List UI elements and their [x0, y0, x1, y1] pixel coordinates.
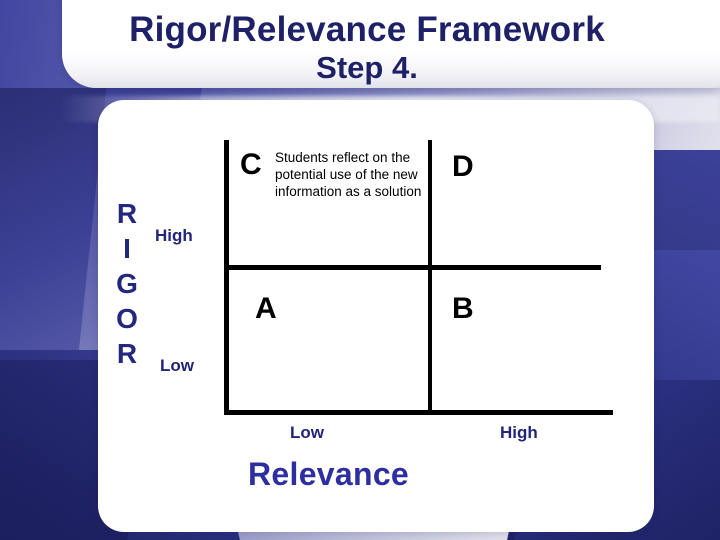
- rigor-letter-0: R: [116, 198, 138, 229]
- relevance-axis-title: Relevance: [248, 456, 410, 492]
- rigor-axis-title: R I G O R: [110, 196, 144, 371]
- quadrant-c-description: Students reflect on the potential use of…: [275, 150, 422, 199]
- quadrant-divider-horizontal: [224, 265, 601, 270]
- title-panel: [62, 0, 720, 88]
- title-line-1: Rigor/Relevance Framework: [129, 10, 605, 49]
- relevance-axis-line: [224, 410, 613, 415]
- title-line-2: Step 4.: [316, 50, 418, 85]
- quadrant-label-d: D: [452, 150, 474, 183]
- quadrant-label-c: C: [240, 148, 262, 181]
- rigor-letter-2: G: [116, 268, 138, 299]
- quadrant-divider-vertical: [428, 140, 432, 415]
- quadrant-label-a: A: [255, 292, 277, 325]
- quadrant-label-b: B: [452, 292, 474, 325]
- rigor-axis-line: [224, 140, 229, 415]
- rigor-letter-4: R: [116, 338, 138, 369]
- relevance-high-label: High: [500, 423, 538, 442]
- rigor-letter-3: O: [116, 303, 138, 334]
- page-title: Rigor/Relevance Framework Step 4.: [62, 10, 672, 86]
- rigor-letter-1: I: [123, 233, 131, 264]
- rigor-low-label: Low: [160, 356, 194, 375]
- content-panel: [98, 100, 654, 532]
- relevance-low-label: Low: [290, 423, 324, 442]
- rigor-high-label: High: [155, 226, 193, 245]
